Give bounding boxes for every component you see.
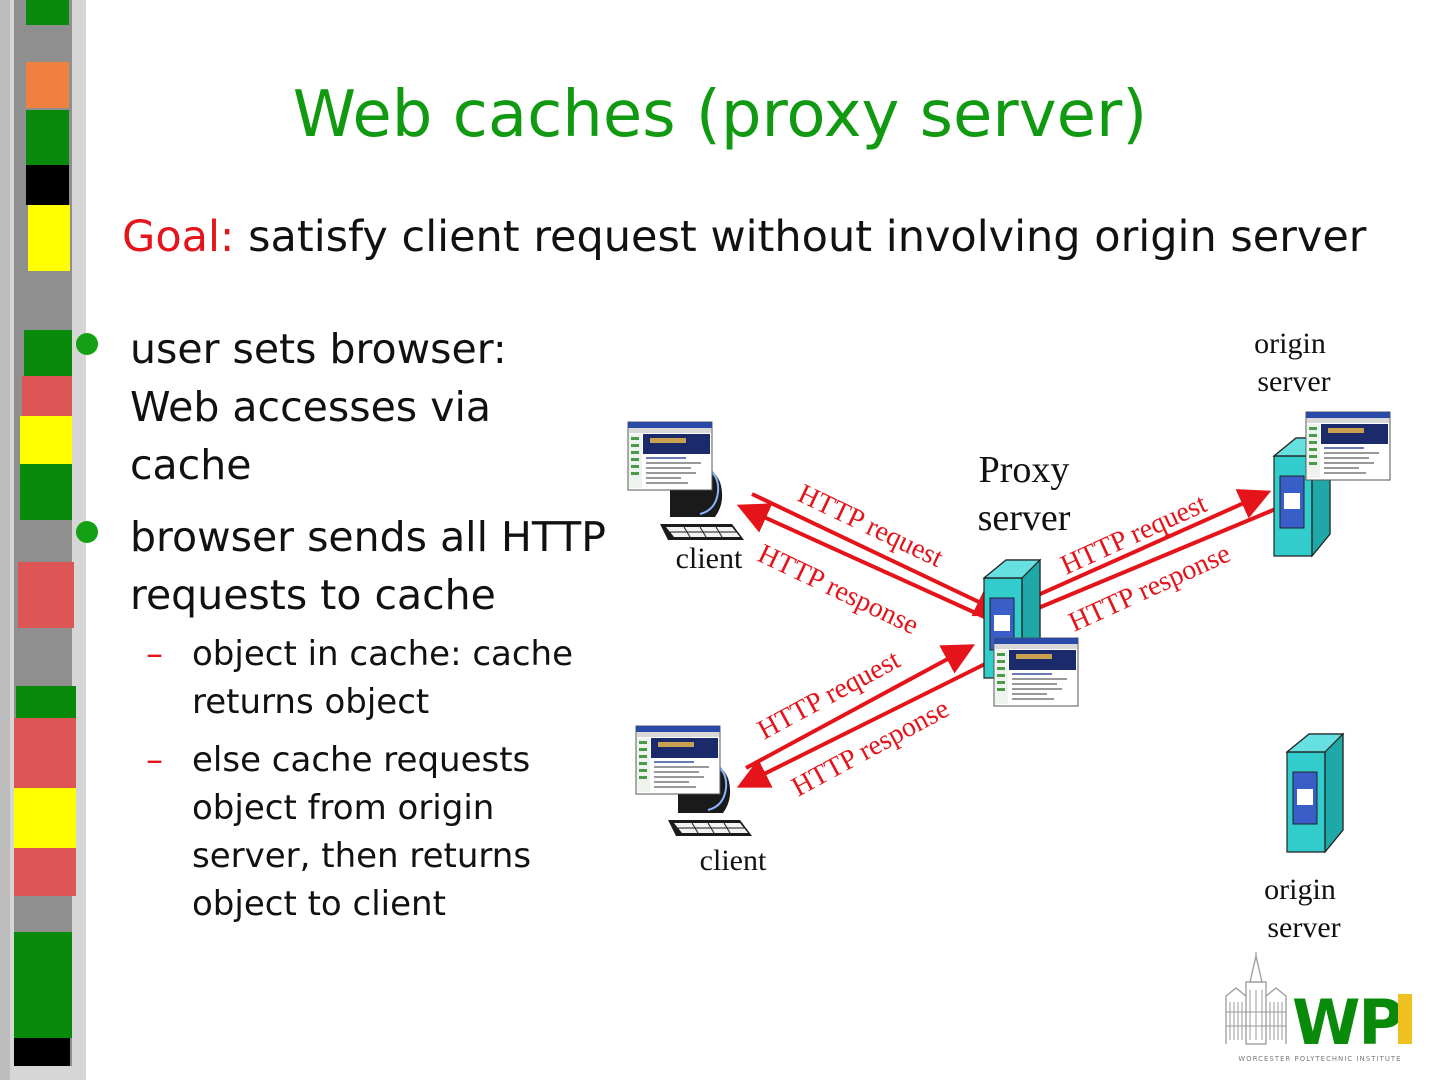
sub-bullet-item: – object in cache: cache returns object [76, 630, 636, 726]
bullet-line: Web accesses via [130, 383, 491, 431]
client-computer-icon [635, 725, 753, 837]
sub-bullet-line: else cache requests [192, 740, 531, 780]
sub-bullet-line: server, then returns [192, 836, 532, 876]
bullet-line: user sets browser: [130, 325, 507, 373]
dash-icon: – [146, 740, 163, 780]
goal-label: Goal: [122, 212, 235, 262]
origin-label: server [1267, 911, 1340, 944]
request-arrow-proxy-origin [999, 489, 1272, 614]
bullet-item: browser sends all HTTP requests to cache [76, 508, 636, 624]
dash-icon: – [146, 634, 163, 674]
wpi-logo-text: WP [1292, 986, 1402, 1059]
wpi-logo: WP WORCESTER POLYTECHNIC INSTITUTE [1225, 952, 1412, 1063]
bullet-line: requests to cache [130, 571, 496, 619]
response-arrow-origin-proxy [999, 506, 1279, 626]
proxy-label: server [978, 497, 1071, 539]
decorative-left-stripe [0, 0, 86, 1080]
bullet-dot-icon [76, 521, 98, 543]
bullet-list: user sets browser: Web accesses via cach… [76, 320, 636, 938]
sub-bullet-item: – else cache requests object from origin… [76, 736, 636, 928]
slide-title: Web caches (proxy server) [292, 78, 1148, 152]
wpi-logo-subtitle: WORCESTER POLYTECHNIC INSTITUTE [1238, 1055, 1401, 1063]
request-arrow-client-proxy [751, 492, 1008, 617]
origin-label: server [1257, 365, 1330, 398]
response-arrow-proxy-client2 [736, 662, 986, 788]
bullet-dot-icon [76, 333, 98, 355]
client-computer-icon [627, 421, 745, 541]
goal-line: Goal: satisfy client request without inv… [122, 212, 1367, 262]
origin-server-icon [1286, 733, 1344, 853]
bullet-line: cache [130, 441, 252, 489]
response-arrow-proxy-client [736, 503, 1001, 626]
goal-text: satisfy client request without involving… [234, 212, 1367, 262]
bullet-line: browser sends all HTTP [130, 513, 606, 561]
origin-label: origin [1254, 327, 1326, 360]
sub-bullet-line: object to client [192, 884, 446, 924]
sub-bullet-line: object in cache: cache [192, 634, 574, 674]
proxy-label: Proxy [979, 449, 1070, 491]
client-label: client [676, 542, 743, 575]
bullet-item: user sets browser: Web accesses via cach… [76, 320, 636, 494]
http-arrows [736, 489, 1279, 788]
sub-bullet-line: object from origin [192, 788, 495, 828]
sub-bullet-line: returns object [192, 682, 430, 722]
origin-label: origin [1264, 873, 1336, 906]
origin-server-icon [1273, 411, 1391, 557]
request-arrow-client2-proxy [745, 644, 976, 770]
client-label: client [700, 844, 767, 877]
